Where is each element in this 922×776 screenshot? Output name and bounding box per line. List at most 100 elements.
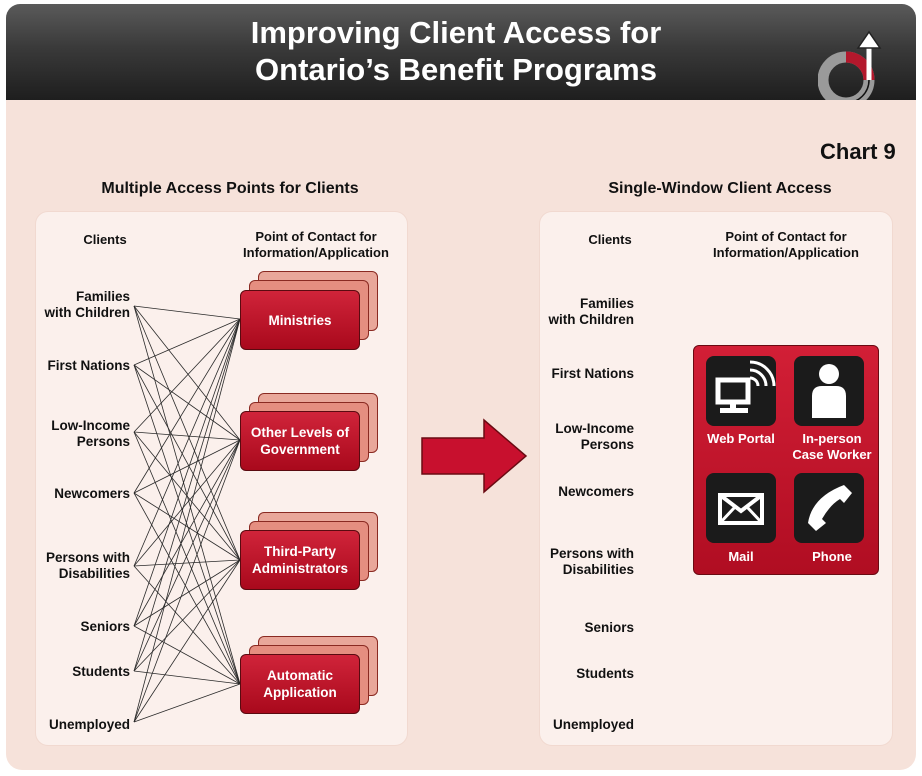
envelope-icon — [718, 493, 764, 525]
left-client-newcomers: Newcomers — [10, 486, 130, 502]
connector-line-c7-p3 — [133, 683, 241, 723]
connector-line-c7-p0 — [133, 318, 241, 723]
connector-line-c5-p3 — [133, 625, 241, 685]
right-client-unemployed-line-1: Unemployed — [552, 717, 634, 732]
right-client-newcomers-line-1: Newcomers — [558, 484, 634, 499]
connector-line-c2-p3 — [133, 431, 241, 685]
computer-wifi-icon — [715, 360, 776, 413]
transition-arrow-icon — [421, 418, 528, 494]
connector-line-c6-p1 — [133, 439, 241, 672]
left-client-families: Families with Children — [10, 289, 131, 321]
contact-other-levels-line-1: Other Levels of — [250, 425, 350, 440]
connector-line-c3-p2 — [133, 492, 241, 561]
mail-tile — [706, 473, 776, 543]
right-client-low-income-line-2: Persons — [580, 437, 634, 452]
right-client-newcomers: Newcomers — [514, 484, 634, 500]
connector-line-c3-p0 — [133, 318, 241, 494]
left-client-first-nations: First Nations — [10, 358, 130, 374]
right-client-seniors-line-1: Seniors — [584, 620, 634, 635]
left-client-students-line-1: Students — [72, 664, 130, 679]
right-client-low-income-line-1: Low-Income — [555, 421, 634, 436]
contact-automatic-line-2: Application — [263, 685, 337, 700]
phone-tile — [794, 473, 864, 543]
connector-line-c7-p2 — [133, 559, 241, 723]
header-bar: Improving Client Access for Ontario’s Be… — [6, 4, 916, 100]
chart-number: Chart 9 — [820, 139, 896, 164]
left-client-families-line-1: Families — [75, 289, 130, 304]
connector-line-c5-p0 — [133, 318, 241, 627]
left-client-newcomers-line-1: Newcomers — [54, 486, 130, 501]
connector-line-c0-p0 — [133, 305, 241, 320]
right-client-first-nations: First Nations — [514, 366, 634, 382]
right-client-low-income: Low-Income Persons — [514, 421, 634, 453]
case-worker-label-line-2: Case Worker — [792, 447, 872, 462]
right-client-seniors: Seniors — [514, 620, 634, 636]
contact-third-party-line-1: Third-Party — [263, 544, 336, 559]
left-client-seniors: Seniors — [10, 619, 130, 635]
left-client-families-line-2: with Children — [44, 305, 131, 320]
connector-line-c3-p1 — [133, 439, 241, 494]
mail-label-line-1: Mail — [728, 549, 754, 564]
left-client-low-income: Low-Income Persons — [10, 418, 130, 450]
left-client-unemployed: Unemployed — [10, 717, 130, 733]
title-line-2: Ontario’s Benefit Programs — [255, 52, 657, 87]
connector-line-c0-p2 — [133, 305, 241, 561]
left-clients-header: Clients — [83, 232, 127, 247]
connector-line-c4-p1 — [133, 439, 241, 567]
contact-third-party-line-2: Administrators — [251, 561, 349, 576]
figure-title: Improving Client Access for Ontario’s Be… — [136, 14, 776, 88]
phone-label: Phone — [786, 549, 878, 565]
mail-label: Mail — [698, 549, 784, 565]
phone-label-line-1: Phone — [812, 549, 852, 564]
right-client-disabilities: Persons with Disabilities — [514, 546, 634, 578]
connector-line-c1-p2 — [133, 364, 241, 561]
right-client-disabilities-line-2: Disabilities — [562, 562, 634, 577]
contact-automatic-application: Automatic Application — [240, 654, 360, 714]
left-client-low-income-line-1: Low-Income — [51, 418, 130, 433]
left-client-disabilities-line-1: Persons with — [45, 550, 130, 565]
left-client-seniors-line-1: Seniors — [80, 619, 130, 634]
contact-ministries: Ministries — [240, 290, 360, 350]
connector-line-c4-p0 — [133, 318, 241, 567]
right-client-families-line-1: Families — [579, 296, 634, 311]
person-icon — [812, 364, 846, 418]
connector-line-c4-p2 — [133, 559, 241, 567]
connector-line-c1-p3 — [133, 364, 241, 685]
connector-line-c2-p1 — [133, 431, 241, 441]
case-worker-label-line-1: In-person — [802, 431, 862, 446]
right-client-families: Families with Children — [514, 296, 635, 328]
right-contact-header: Point of Contact for Information/Applica… — [700, 229, 872, 261]
connector-line-c6-p2 — [133, 559, 241, 672]
right-clients-header: Clients — [588, 232, 632, 247]
web-portal-label: Web Portal — [698, 431, 784, 447]
contact-other-levels: Other Levels of Government — [240, 411, 360, 471]
left-client-disabilities: Persons with Disabilities — [10, 550, 130, 582]
left-client-unemployed-line-1: Unemployed — [48, 717, 130, 732]
connector-line-c6-p3 — [133, 670, 241, 685]
web-portal-label-line-1: Web Portal — [707, 431, 775, 446]
left-client-disabilities-line-2: Disabilities — [58, 566, 130, 581]
left-client-first-nations-line-1: First Nations — [47, 358, 130, 373]
right-contact-header-line-2: Information/Application — [713, 245, 859, 260]
phone-handset-icon — [808, 485, 852, 531]
contact-ministries-line-1: Ministries — [268, 312, 332, 328]
connector-line-c0-p1 — [133, 305, 241, 441]
left-contact-header-line-2: Information/Application — [243, 245, 389, 260]
right-client-first-nations-line-1: First Nations — [551, 366, 634, 381]
title-line-1: Improving Client Access for — [250, 15, 662, 50]
contact-third-party: Third-Party Administrators — [240, 530, 360, 590]
right-client-students-line-1: Students — [576, 666, 634, 681]
left-contact-header: Point of Contact for Information/Applica… — [232, 229, 400, 261]
connector-line-c2-p0 — [133, 318, 241, 433]
left-contact-header-line-1: Point of Contact for — [255, 229, 377, 244]
left-client-low-income-line-2: Persons — [76, 434, 130, 449]
right-client-disabilities-line-1: Persons with — [549, 546, 634, 561]
connector-line-c1-p0 — [133, 318, 241, 366]
connector-line-c6-p0 — [133, 318, 241, 672]
connector-line-c5-p2 — [133, 559, 241, 627]
connector-line-c4-p3 — [133, 565, 241, 685]
right-client-students: Students — [514, 666, 634, 682]
connector-line-c5-p1 — [133, 439, 241, 627]
case-worker-tile — [794, 356, 864, 426]
